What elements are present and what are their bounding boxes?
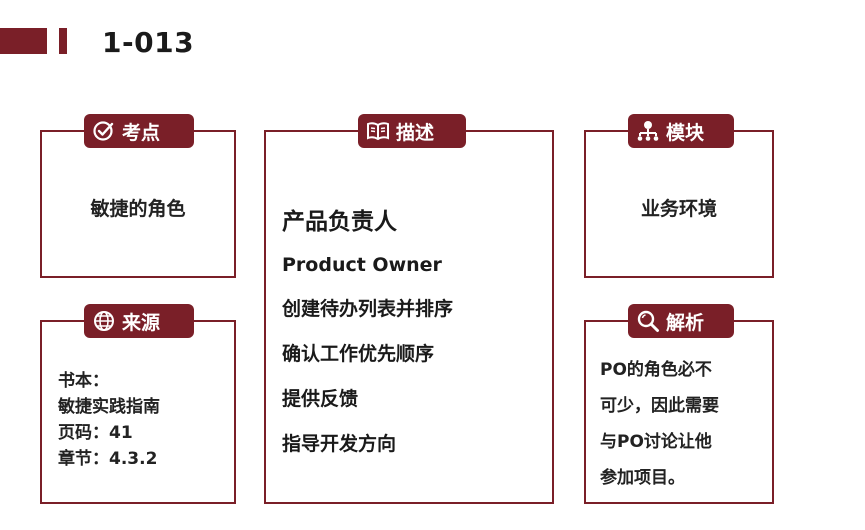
- header-accent-bar: [0, 28, 47, 54]
- analysis-line: 参加项目。: [600, 468, 685, 488]
- description-line: 创建待办列表并排序: [282, 298, 454, 320]
- source-body: 书本： 敏捷实践指南 页码：41 章节：4.3.2: [58, 368, 228, 472]
- question-code: 1-013: [102, 26, 195, 59]
- source-line: 敏捷实践指南: [58, 397, 160, 417]
- tab-label: 描述: [396, 121, 435, 144]
- description-line: 提供反馈: [282, 388, 359, 410]
- analysis-line: 可少，因此需要: [600, 396, 719, 416]
- description-body: 产品负责人 Product Owner 创建待办列表并排序 确认工作优先顺序 提…: [282, 202, 544, 474]
- tab-label: 模块: [666, 121, 705, 144]
- analysis-line: PO的角色必不: [600, 360, 712, 380]
- tab-label: 考点: [122, 121, 161, 144]
- description-title: 产品负责人: [282, 209, 397, 235]
- tab-jiexi: 解析: [628, 304, 734, 338]
- analysis-line: 与PO讨论让他: [600, 432, 712, 452]
- source-line: 书本：: [58, 371, 109, 391]
- card-miaoshu: 描述 产品负责人 Product Owner 创建待办列表并排序 确认工作优先顺…: [264, 114, 554, 504]
- check-circle-icon: [92, 119, 116, 143]
- globe-icon: [92, 309, 116, 333]
- header-accent-stripe: [59, 28, 67, 54]
- tab-laiyuan: 来源: [84, 304, 194, 338]
- tab-label: 来源: [122, 311, 161, 334]
- tab-kaodian: 考点: [84, 114, 194, 148]
- description-line: 指导开发方向: [282, 433, 397, 455]
- source-line: 页码：41: [58, 423, 133, 443]
- card-mokuai: 模块 业务环境: [584, 114, 774, 278]
- card-kaodian: 考点 敏捷的角色: [40, 114, 236, 278]
- description-line: Product Owner: [282, 254, 442, 276]
- analysis-body: PO的角色必不 可少，因此需要 与PO讨论让他 参加项目。: [600, 352, 766, 496]
- magnifier-icon: [636, 309, 660, 333]
- source-line: 章节：4.3.2: [58, 449, 158, 469]
- card-laiyuan: 来源 书本： 敏捷实践指南 页码：41 章节：4.3.2: [40, 304, 236, 504]
- description-line: 确认工作优先顺序: [282, 343, 435, 365]
- open-book-icon: [366, 119, 390, 143]
- tab-miaoshu: 描述: [358, 114, 466, 148]
- card-jiexi: 解析 PO的角色必不 可少，因此需要 与PO讨论让他 参加项目。: [584, 304, 774, 504]
- mokuai-content: 业务环境: [640, 198, 717, 220]
- tab-label: 解析: [666, 311, 705, 334]
- org-chart-icon: [636, 119, 660, 143]
- tab-mokuai: 模块: [628, 114, 734, 148]
- kaodian-content: 敏捷的角色: [90, 198, 186, 220]
